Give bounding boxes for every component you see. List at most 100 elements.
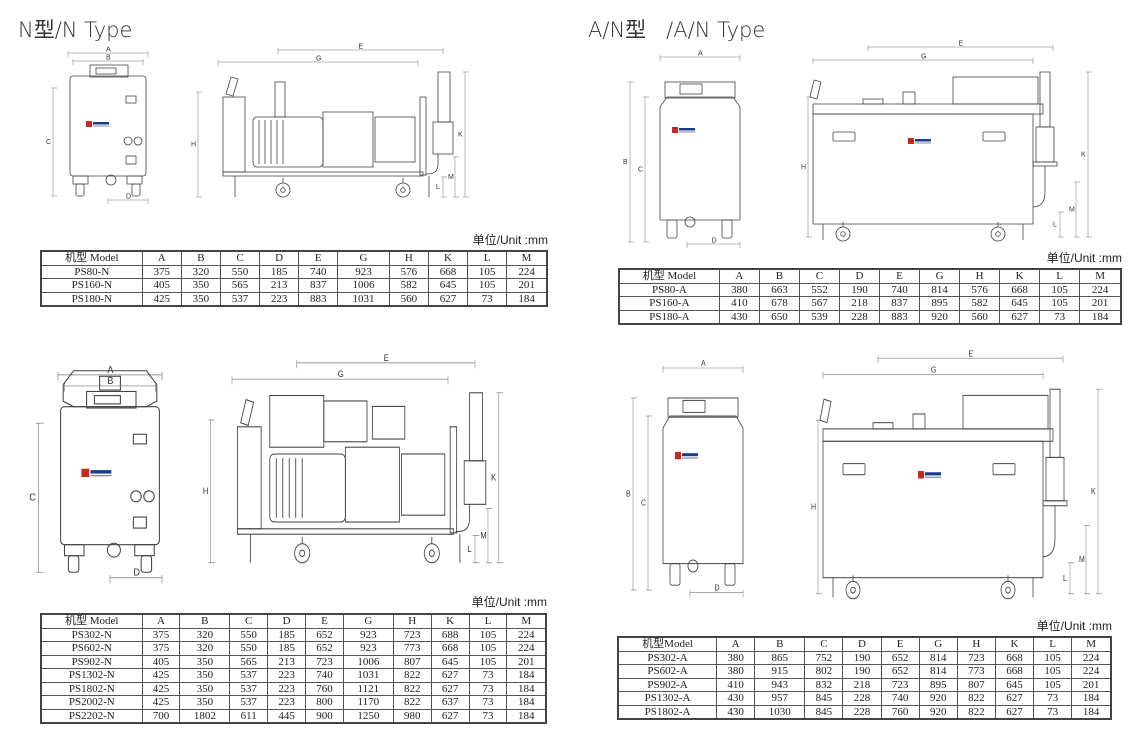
control-screen [225,76,239,97]
column-header: K [999,268,1041,284]
table-cell: 201 [1079,296,1122,311]
table-cell: 184 [506,681,547,696]
table-cell: 688 [430,627,470,642]
caster-wheel [990,222,1006,242]
table-cell: 740 [880,691,920,706]
table-cell: 73 [1033,691,1073,706]
motor [252,116,324,168]
table-cell: 105 [1033,677,1073,692]
table-cell: 184 [506,291,548,307]
table-cell: 760 [305,681,344,696]
dimension-label: K [1091,486,1096,496]
caster-wheel [1000,575,1016,600]
table-cell: 668 [427,264,469,279]
table-cell: 652 [305,627,344,642]
table-cell: 637 [430,695,470,710]
table-cell: 105 [466,278,508,293]
dimension-label: B [107,376,113,386]
table-cell: 550 [229,641,269,656]
table-cell: 218 [838,296,881,311]
table-cell: 350 [179,681,231,696]
table-cell: 350 [179,695,231,710]
table-cell: 723 [956,650,996,665]
table-cell: PS1302-N [40,668,143,683]
table-cell: PS602-N [40,641,143,656]
table-cell: 845 [804,704,844,720]
table-cell: 550 [229,627,269,642]
column-header: G [337,250,390,266]
table-cell: 223 [267,681,307,696]
column-header: K [994,636,1035,652]
table-cell: PS902-N [40,654,143,669]
column-header: H [959,268,1001,284]
table-cell: 807 [392,654,432,669]
column-header: M [1079,268,1122,284]
table-cell: 895 [919,296,961,311]
table-cell: 576 [959,282,1001,297]
table-cell: 923 [337,264,390,279]
table-cell: 700 [141,708,181,724]
column-header: B [754,636,806,652]
table-cell: 822 [956,691,996,706]
table-cell: 627 [430,681,470,696]
table-cell: 537 [219,291,261,307]
exhaust-stack [1039,71,1051,128]
dimension-label: D [133,567,140,577]
column-header: D [259,250,300,266]
dimension-label: E [384,352,389,363]
column-header: 机型 Model [618,268,720,284]
table-cell: 560 [959,309,1001,325]
table-cell: 201 [506,654,547,669]
table-cell: 184 [506,695,547,710]
table-cell: 773 [392,641,432,656]
table-cell: 224 [506,627,547,642]
dimension-label: D [715,583,720,593]
table-cell: 668 [999,282,1041,297]
table-cell: 185 [267,641,307,656]
table-cell: 822 [956,704,996,720]
table-cell: 822 [392,681,432,696]
dimension-label: C [29,492,36,502]
table-cell: 650 [758,309,800,325]
table-cell: 185 [267,627,307,642]
table-cell: 105 [468,627,508,642]
table-cell: 760 [880,704,920,720]
column-header: H [392,613,432,629]
table-cell: 73 [466,291,508,307]
base-frame [236,528,454,535]
column-header: H [956,636,996,652]
dimension-label: C [46,139,51,146]
dimension-label: B [626,489,631,499]
column-header: G [918,636,958,652]
hanbell-logo [675,452,698,460]
table-cell: 822 [392,668,432,683]
display-screen [93,395,121,405]
column-header: C [219,250,261,266]
dimension-label: E [959,41,964,48]
table-cell: 582 [388,278,429,293]
cabinet-side [822,440,1044,579]
table-cell: 201 [506,278,548,293]
table-cell: 224 [1071,650,1112,665]
unit-label: 单位/Unit :mm [471,595,547,609]
table-cell: 445 [267,708,307,724]
dimension-label: K [491,472,496,483]
dimension-label: C [641,498,646,508]
table-cell: 576 [388,264,429,279]
dimension-label: K [458,132,463,139]
column-header: L [466,250,508,266]
table-cell: 645 [999,296,1041,311]
table-cell: 920 [918,691,958,706]
table-cell: 73 [468,681,508,696]
table-cell: 184 [1071,691,1112,706]
table-cell: 430 [716,704,756,720]
column-header: E [298,250,339,266]
cabinet-front [659,96,741,221]
